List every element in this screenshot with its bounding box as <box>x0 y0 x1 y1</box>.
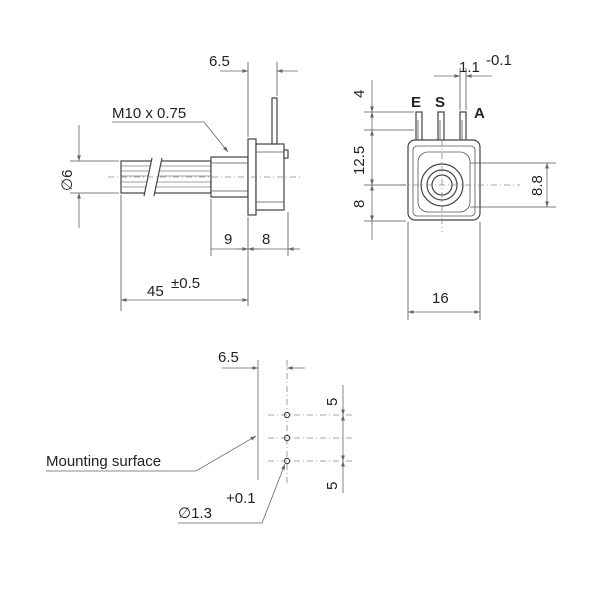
pin-a <box>459 111 467 145</box>
dim-front-top-offset: 4 <box>351 90 368 98</box>
terminal-pin <box>271 97 278 145</box>
pin-s <box>437 111 445 145</box>
dim-hole-diameter: ∅1.3 <box>178 505 212 522</box>
dim-side-top-offset: 6.5 <box>209 53 230 70</box>
pin-e <box>415 111 423 145</box>
dim-bushing-length: 9 <box>224 231 232 248</box>
dim-shaft-diameter: ∅6 <box>59 170 76 191</box>
dim-body-lower: 8 <box>351 200 368 208</box>
mounting-surface-label: Mounting surface <box>46 453 161 470</box>
dim-shaft-center: 8.8 <box>529 175 546 196</box>
pcb-hole-layout: 6.5 5 5 Mounting surface ∅1.3 +0.1 <box>46 349 352 524</box>
hole-diameter-value: 1.3 <box>191 505 212 522</box>
hole-diameter-symbol: ∅ <box>178 505 191 522</box>
front-view: E S A 1.1 -0.1 4 12.5 8 8.8 16 <box>351 52 556 320</box>
dim-body-depth: 8 <box>262 231 270 248</box>
pin-label-s: S <box>435 94 445 111</box>
shaft-diameter-value: 6 <box>59 170 76 178</box>
dim-pin-pitch: 1.1 <box>459 59 480 76</box>
dim-hole-pitch-bottom: 5 <box>324 482 341 490</box>
dim-shaft-length: 45 <box>147 283 164 300</box>
dim-hole-tolerance: +0.1 <box>226 490 256 507</box>
diameter-symbol: ∅ <box>59 178 76 191</box>
dim-pin-pitch-tolerance: -0.1 <box>486 52 512 69</box>
pin-label-a: A <box>474 105 485 122</box>
dim-hole-pitch-top: 5 <box>324 398 341 406</box>
pin-label-e: E <box>411 94 421 111</box>
thread-spec-label: M10 x 0.75 <box>112 105 186 122</box>
dim-body-width: 16 <box>432 290 449 307</box>
side-view: 6.5 M10 x 0.75 ∅6 9 8 45 ±0.5 <box>59 53 300 311</box>
dim-pcb-offset: 6.5 <box>218 349 239 366</box>
dim-pin-spacing: 12.5 <box>351 146 368 175</box>
dim-shaft-length-tolerance: ±0.5 <box>171 275 200 292</box>
